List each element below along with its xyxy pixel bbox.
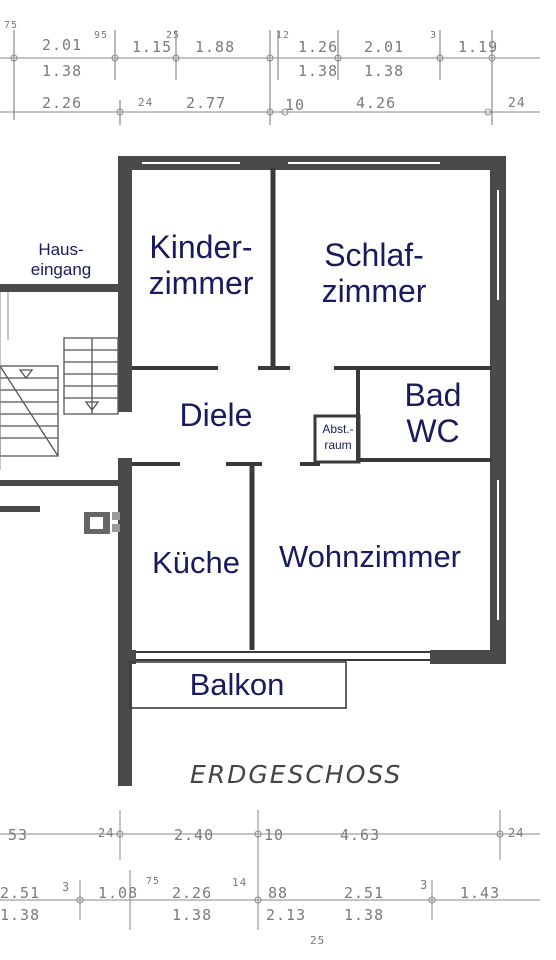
dim-top-16: 24 xyxy=(138,96,154,109)
dim-bottom-12: 14 xyxy=(232,876,248,889)
dim-top-12: 1.38 xyxy=(42,62,83,80)
dim-bottom-11: 2.26 xyxy=(172,884,213,902)
entrance-frame xyxy=(0,292,9,470)
dim-bottom-21: 25 xyxy=(310,934,326,947)
room-abstellraum: Abst.- raum xyxy=(322,422,354,452)
dim-bottom-19: 2.13 xyxy=(266,906,307,924)
dim-top-10: 3 xyxy=(430,30,438,41)
room-kinderzimmer: Kinder- zimmer xyxy=(148,229,254,301)
dim-bottom-13: 88 xyxy=(268,884,289,902)
dim-top-14: 1.38 xyxy=(364,62,405,80)
entrance-label: Haus- eingang xyxy=(30,240,92,280)
dim-top-9: 2.01 xyxy=(364,38,405,56)
dim-bottom-10: 75 xyxy=(146,876,161,887)
dim-bottom-6: 24 xyxy=(508,826,525,840)
dim-bottom-18: 1.38 xyxy=(172,906,213,924)
dim-bottom-3: 2.40 xyxy=(174,826,215,844)
dim-bottom-5: 4.63 xyxy=(340,826,381,844)
dim-bottom-16: 1.43 xyxy=(460,884,501,902)
dim-bottom-15: 3 xyxy=(420,878,429,892)
dim-top-13: 1.38 xyxy=(298,62,339,80)
walls xyxy=(0,156,506,786)
room-schlafzimmer: Schlaf- zimmer xyxy=(321,237,427,309)
dim-top-4: 1.15 xyxy=(132,38,173,56)
staircase xyxy=(0,337,119,457)
room-balkon: Balkon xyxy=(189,667,285,702)
floor-title: ERDGESCHOSS xyxy=(190,760,403,789)
dim-top-5: 25 xyxy=(166,30,181,41)
dim-top-7: 12 xyxy=(276,30,291,41)
dim-top-20: 24 xyxy=(508,96,526,111)
dim-top-19: 4.26 xyxy=(356,94,397,112)
dim-top-8: 1.26 xyxy=(298,38,339,56)
dim-bottom-4: 10 xyxy=(264,826,285,844)
dim-top-17: 2.77 xyxy=(186,94,227,112)
dim-bottom-1: 53 xyxy=(8,826,29,844)
room-wohnzimmer: Wohnzimmer xyxy=(278,539,462,574)
room-kueche: Küche xyxy=(152,545,240,580)
dim-top-1: 75 xyxy=(4,20,19,31)
dim-top-3: 95 xyxy=(94,30,109,41)
dim-bottom-17: 1.38 xyxy=(0,906,41,924)
dim-top-15: 2.26 xyxy=(42,94,83,112)
dim-bottom-2: 24 xyxy=(98,826,115,840)
dim-top-6: 1.88 xyxy=(195,38,236,56)
dim-bottom-8: 3 xyxy=(62,880,71,894)
dim-top-2: 2.01 xyxy=(42,36,83,54)
dim-top-18: 10 xyxy=(285,96,306,114)
room-bad-wc: Bad WC xyxy=(404,377,462,449)
dim-top-11: 1.19 xyxy=(458,38,499,56)
dimension-lines-top xyxy=(0,30,540,125)
dim-bottom-9: 1.08 xyxy=(98,884,139,902)
inner-walls xyxy=(129,168,492,709)
dimension-lines-bottom xyxy=(0,810,540,930)
dim-bottom-14: 2.51 xyxy=(344,884,385,902)
dim-bottom-20: 1.38 xyxy=(344,906,385,924)
room-diele: Diele xyxy=(179,397,253,433)
chimney xyxy=(84,512,120,534)
dim-bottom-7: 2.51 xyxy=(0,884,41,902)
